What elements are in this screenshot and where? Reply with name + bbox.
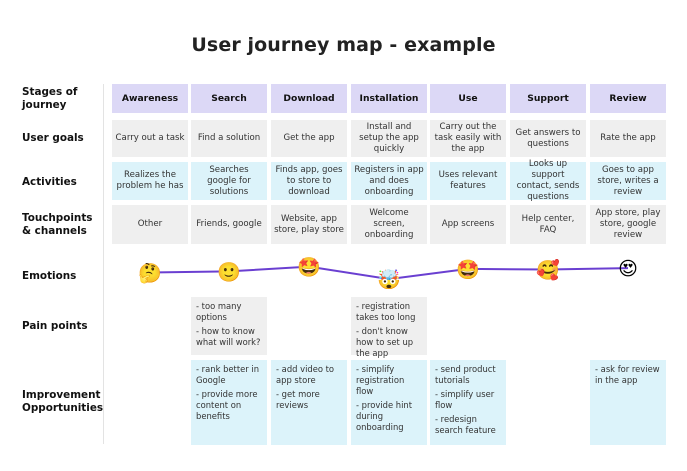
stage-header: Use — [430, 84, 506, 113]
slightly-smiling-face-icon: 🙂 — [217, 261, 241, 283]
user-goal-cell: Get the app — [271, 120, 347, 157]
row-label-pain-points: Pain points — [22, 320, 88, 332]
smiling-face-with-hearts-icon: 🥰 — [536, 259, 560, 282]
improvement-box-item: - simplify registration flow — [356, 364, 405, 396]
improvement-box-item: - provide hint during onboarding — [356, 400, 413, 432]
improvement-box-item: - ask for review in the app — [595, 364, 660, 385]
divider-line — [103, 84, 104, 444]
user-goal-cell: Find a solution — [191, 120, 267, 157]
stage-header: Search — [191, 84, 267, 113]
activity-cell: Searches google for solutions — [191, 162, 267, 200]
improvement-box-item: - send product tutorials — [435, 364, 496, 385]
pain-point-box-item: - how to know what will work? — [196, 326, 261, 347]
exploding-head-icon: 🤯 — [377, 268, 401, 291]
activity-cell: Registers in app and does onboarding — [351, 162, 427, 200]
pain-point-box: - too many options - how to know what wil… — [191, 297, 267, 355]
activity-cell: Goes to app store, writes a review — [590, 162, 666, 200]
improvement-box-item: - get more reviews — [276, 389, 320, 410]
page-title: User journey map - example — [191, 34, 496, 56]
touchpoint-cell: Website, app store, play store — [271, 205, 347, 244]
row-label-stages: Stages of journey — [22, 86, 78, 111]
improvement-box-item: - redesign search feature — [435, 414, 496, 435]
stage-header: Support — [510, 84, 586, 113]
stage-header: Download — [271, 84, 347, 113]
user-goal-cell: Rate the app — [590, 120, 666, 157]
star-struck-icon: 🤩 — [297, 257, 321, 279]
pain-point-box-item: - too many options — [196, 301, 242, 322]
touchpoint-cell: Welcome screen, onboarding — [351, 205, 427, 244]
row-label-touchpoints: Touchpoints & channels — [22, 212, 93, 237]
pain-point-box-item: - registration takes too long — [356, 301, 416, 322]
thinking-face-icon: 🤔 — [138, 262, 162, 284]
touchpoint-cell: Help center, FAQ — [510, 205, 586, 244]
row-label-goals: User goals — [22, 132, 84, 144]
pain-point-box: - registration takes too long - don't kno… — [351, 297, 427, 358]
improvement-box-item: - add video to app store — [276, 364, 335, 385]
touchpoint-cell: App screens — [430, 205, 506, 244]
row-label-activities: Activities — [22, 176, 77, 188]
pain-point-box-item: - don't know how to set up the app — [356, 326, 414, 358]
user-goal-cell: Carry out a task — [112, 120, 188, 157]
touchpoint-cell: Other — [112, 205, 188, 244]
touchpoint-cell: App store, play store, google review — [590, 205, 666, 244]
improvement-box: - ask for review in the app — [590, 360, 666, 445]
improvement-box: - send product tutorials - simplify user … — [430, 360, 506, 445]
touchpoint-cell: Friends, google — [191, 205, 267, 244]
improvement-box-item: - simplify user flow — [435, 389, 495, 410]
stage-header: Review — [590, 84, 666, 113]
user-goal-cell: Get answers to questions — [510, 120, 586, 157]
row-label-improvement: Improvement Opportunities — [22, 389, 104, 414]
star-struck-icon: 🤩 — [456, 259, 480, 281]
improvement-box: - rank better in Google - provide more co… — [191, 360, 267, 445]
improvement-box-item: - provide more content on benefits — [196, 389, 258, 421]
improvement-box-item: - rank better in Google — [196, 364, 260, 385]
activity-cell: Uses relevant features — [430, 162, 506, 200]
improvement-box: - simplify registration flow - provide hi… — [351, 360, 427, 445]
user-goal-cell: Carry out the task easily with the app — [430, 120, 506, 157]
heart-eyes-icon: 😍 — [618, 258, 638, 280]
emotion-line — [149, 265, 629, 281]
activity-cell: Realizes the problem he has — [112, 162, 188, 200]
improvement-box: - add video to app store - get more revie… — [271, 360, 347, 445]
stage-header: Installation — [351, 84, 427, 113]
user-goal-cell: Install and setup the app quickly — [351, 120, 427, 157]
stage-header: Awareness — [112, 84, 188, 113]
activity-cell: Finds app, goes to store to download — [271, 162, 347, 200]
activity-cell: Looks up support contact, sends question… — [510, 159, 586, 202]
row-label-emotions: Emotions — [22, 270, 77, 282]
